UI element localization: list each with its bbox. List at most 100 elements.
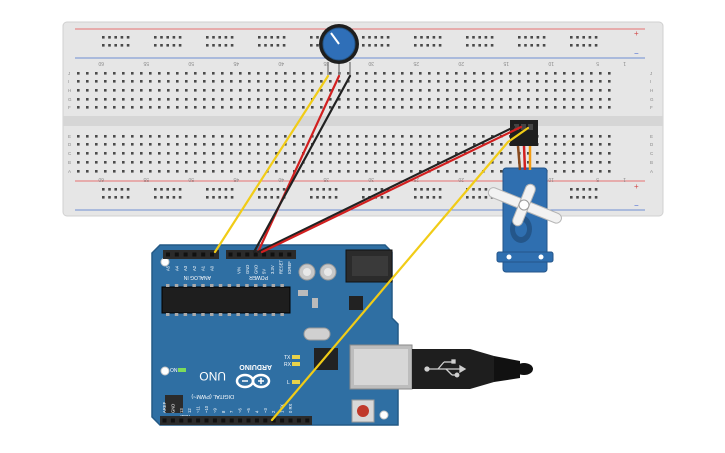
breadboard-hole[interactable] — [239, 152, 242, 155]
breadboard-hole[interactable] — [509, 72, 512, 75]
breadboard-hole[interactable] — [185, 72, 188, 75]
breadboard-hole[interactable] — [122, 152, 125, 155]
breadboard-hole[interactable] — [527, 80, 530, 83]
breadboard-hole[interactable] — [212, 170, 215, 173]
breadboard-hole[interactable] — [482, 135, 485, 138]
breadboard-hole[interactable] — [563, 80, 566, 83]
rail-hole[interactable] — [414, 44, 417, 47]
breadboard-hole[interactable] — [608, 170, 611, 173]
rail-hole[interactable] — [316, 44, 319, 47]
breadboard-hole[interactable] — [176, 161, 179, 164]
breadboard-hole[interactable] — [509, 98, 512, 101]
wires[interactable] — [213, 74, 530, 422]
rail-hole[interactable] — [432, 44, 436, 47]
breadboard-hole[interactable] — [401, 98, 404, 101]
breadboard-hole[interactable] — [257, 170, 260, 173]
breadboard-hole[interactable] — [590, 143, 593, 146]
breadboard-hole[interactable] — [392, 152, 395, 155]
breadboard-hole[interactable] — [365, 89, 368, 92]
rail-hole[interactable] — [230, 196, 234, 199]
breadboard-hole[interactable] — [230, 106, 233, 109]
breadboard-hole[interactable] — [248, 161, 251, 164]
rail-hole[interactable] — [102, 36, 105, 39]
header-pin-hole[interactable] — [179, 418, 184, 423]
breadboard-hole[interactable] — [572, 135, 575, 138]
breadboard-hole[interactable] — [419, 89, 422, 92]
header-pin-hole[interactable] — [278, 252, 283, 257]
rail-hole[interactable] — [172, 188, 176, 191]
breadboard-hole[interactable] — [563, 143, 566, 146]
breadboard-hole[interactable] — [581, 170, 584, 173]
breadboard-hole[interactable] — [77, 161, 80, 164]
breadboard-hole[interactable] — [203, 72, 206, 75]
breadboard-hole[interactable] — [500, 89, 503, 92]
breadboard-hole[interactable] — [221, 161, 224, 164]
rail-hole[interactable] — [438, 36, 442, 39]
breadboard-hole[interactable] — [302, 72, 305, 75]
rail-hole[interactable] — [380, 36, 384, 39]
breadboard-hole[interactable] — [401, 106, 404, 109]
breadboard-hole[interactable] — [239, 98, 242, 101]
wire-pot-wiper-to-a0[interactable] — [213, 74, 330, 254]
breadboard-hole[interactable] — [95, 135, 98, 138]
breadboard-hole[interactable] — [590, 89, 593, 92]
header-pin-hole[interactable] — [238, 418, 243, 423]
rail-hole[interactable] — [432, 36, 436, 39]
breadboard-hole[interactable] — [383, 98, 386, 101]
breadboard-hole[interactable] — [257, 143, 260, 146]
breadboard-hole[interactable] — [239, 106, 242, 109]
rail-hole[interactable] — [178, 188, 182, 191]
rail-hole[interactable] — [380, 196, 384, 199]
breadboard-hole[interactable] — [248, 89, 251, 92]
breadboard-hole[interactable] — [347, 72, 350, 75]
breadboard-hole[interactable] — [446, 98, 449, 101]
breadboard-hole[interactable] — [428, 72, 431, 75]
breadboard-hole[interactable] — [410, 106, 413, 109]
breadboard-hole[interactable] — [482, 98, 485, 101]
breadboard-hole[interactable] — [266, 98, 269, 101]
breadboard-hole[interactable] — [545, 152, 548, 155]
breadboard-hole[interactable] — [464, 98, 467, 101]
breadboard-hole[interactable] — [446, 80, 449, 83]
breadboard-hole[interactable] — [311, 89, 314, 92]
rail-hole[interactable] — [310, 36, 313, 39]
breadboard-hole[interactable] — [527, 161, 530, 164]
breadboard-hole[interactable] — [167, 143, 170, 146]
breadboard-hole[interactable] — [392, 89, 395, 92]
breadboard-hole[interactable] — [221, 143, 224, 146]
rail-hole[interactable] — [120, 196, 124, 199]
breadboard-hole[interactable] — [419, 152, 422, 155]
breadboard-hole[interactable] — [185, 80, 188, 83]
breadboard-hole[interactable] — [194, 106, 197, 109]
breadboard-hole[interactable] — [230, 72, 233, 75]
breadboard-hole[interactable] — [203, 106, 206, 109]
rail-hole[interactable] — [420, 36, 423, 39]
breadboard-hole[interactable] — [95, 98, 98, 101]
breadboard-hole[interactable] — [158, 80, 161, 83]
breadboard-hole[interactable] — [185, 161, 188, 164]
breadboard-hole[interactable] — [428, 135, 431, 138]
rail-hole[interactable] — [264, 188, 267, 191]
breadboard-hole[interactable] — [149, 170, 152, 173]
rail-hole[interactable] — [120, 36, 124, 39]
breadboard-hole[interactable] — [122, 106, 125, 109]
breadboard-hole[interactable] — [473, 98, 476, 101]
usb-cable[interactable] — [349, 344, 533, 390]
rail-hole[interactable] — [258, 44, 261, 47]
breadboard-hole[interactable] — [392, 72, 395, 75]
breadboard-hole[interactable] — [176, 152, 179, 155]
breadboard-hole[interactable] — [131, 106, 134, 109]
breadboard-hole[interactable] — [401, 135, 404, 138]
rail-hole[interactable] — [466, 36, 469, 39]
breadboard-hole[interactable] — [158, 170, 161, 173]
breadboard-hole[interactable] — [149, 72, 152, 75]
breadboard-hole[interactable] — [158, 98, 161, 101]
breadboard-hole[interactable] — [437, 152, 440, 155]
breadboard-hole[interactable] — [365, 170, 368, 173]
breadboard-hole[interactable] — [113, 152, 116, 155]
rail-hole[interactable] — [368, 36, 371, 39]
rail-hole[interactable] — [362, 36, 365, 39]
breadboard-hole[interactable] — [599, 161, 602, 164]
breadboard-hole[interactable] — [149, 106, 152, 109]
breadboard-hole[interactable] — [248, 143, 251, 146]
